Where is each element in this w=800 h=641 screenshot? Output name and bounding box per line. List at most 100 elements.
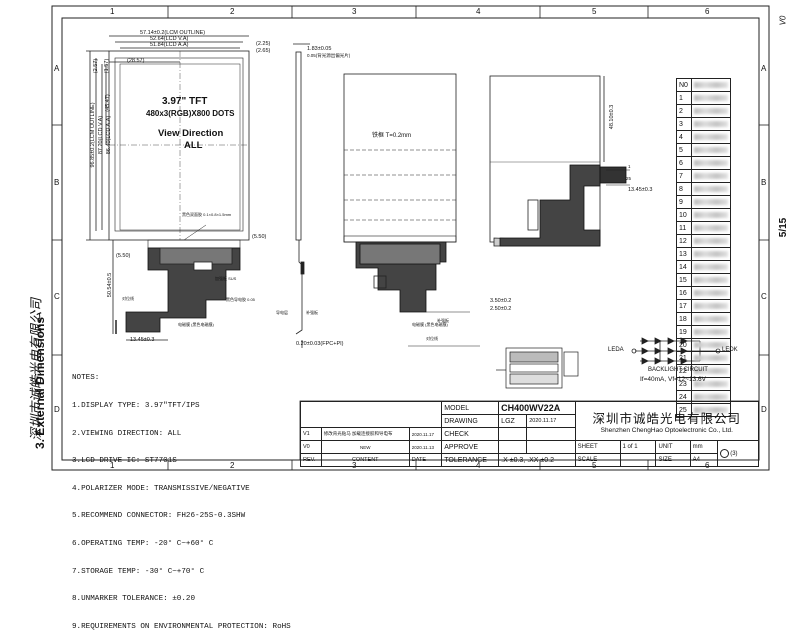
- row-label: B: [54, 178, 60, 187]
- pin-table-header: N0: [676, 78, 692, 92]
- pin-number: 11: [676, 221, 692, 235]
- tb-model-value: CH400WV22A: [498, 401, 576, 415]
- pin-number: 7: [676, 169, 692, 183]
- dim-va-h: 87.20(LCD V.A): [98, 115, 104, 155]
- leda-label: LEDA: [608, 347, 624, 353]
- dim-aa-w: 51.84(LCD A.A): [150, 42, 189, 48]
- dim-outline-w: 57.14±0.2(LCM OUTLINE): [140, 30, 206, 36]
- col-label: 4: [476, 7, 481, 16]
- side-view: [293, 43, 310, 348]
- dim-fpc-thk: 0.20±0.03(FPC+PI): [296, 341, 344, 347]
- pin-number: 6: [676, 156, 692, 170]
- note-item: 4.POLARIZER MODE: TRANSMISSIVE/NEGATIVE: [72, 484, 250, 493]
- tb-unit-value: mm: [689, 440, 718, 454]
- tb-check-label: CHECK: [441, 427, 500, 441]
- row-label: D: [761, 405, 767, 414]
- pin-number: 21: [676, 351, 692, 365]
- iron-frame-note: 铁框 T=0.2mm: [372, 133, 412, 139]
- pin-number: 15: [676, 273, 692, 287]
- dim-2857: (28.57): [127, 58, 145, 64]
- pin-number: 14: [676, 260, 692, 274]
- tb-scale-label: SCALE: [574, 453, 621, 467]
- col-label: 1: [110, 7, 115, 16]
- col-label: 2: [230, 461, 235, 470]
- tb-tolerance-label: TOLERANCE: [441, 453, 500, 467]
- connector-detail: [496, 347, 579, 389]
- pin-function: [691, 273, 731, 287]
- fpc-label-emi: 电磁膜 (黑色电磁膜): [178, 322, 214, 327]
- pin-number: 20: [676, 338, 692, 352]
- label-conductive: 导电层: [276, 310, 288, 315]
- note-item: 6.OPERATING TEMP: -20° C~+60° C: [72, 539, 214, 548]
- tb-size-value: A4: [689, 453, 718, 467]
- pin-function: [691, 208, 731, 222]
- row-label: B: [761, 178, 767, 187]
- notes-title: NOTES:: [72, 374, 100, 383]
- fpc-label-conductive: 黑色导电胶 0.05: [226, 297, 255, 302]
- dim-350: 3.50±0.2: [490, 298, 512, 304]
- tb-rev-content: CONTENT: [320, 453, 410, 467]
- dim-250: 2.50±0.2: [490, 306, 512, 312]
- dim-265: (2.65): [256, 48, 271, 54]
- page-number: 5/15: [778, 217, 790, 238]
- pin-function: [691, 221, 731, 235]
- pin-number: 9: [676, 195, 692, 209]
- drawing-frame: [51, 5, 770, 471]
- notes-block: NOTES: 1.DISPLAY TYPE: 3.97"TFT/IPS 2.VI…: [72, 356, 291, 641]
- col-label: 3: [352, 7, 357, 16]
- back-align-label: 对位线: [426, 336, 438, 341]
- tb-rev-date: 2020.11.13: [408, 440, 443, 454]
- fpc-label-stiffener: 加强板 SUS: [215, 276, 237, 281]
- pin-function: [691, 247, 731, 261]
- dim-4547: (45.47): [105, 94, 111, 112]
- pin-function: [691, 182, 731, 196]
- pin-number: 2: [676, 104, 692, 118]
- pin-number: 13: [676, 247, 692, 261]
- back-view: [343, 73, 480, 347]
- tb-approve-label: APPROVE: [441, 440, 500, 454]
- tb-model-label: MODEL: [441, 401, 500, 415]
- tb-rev-v: V0: [300, 440, 322, 454]
- tb-tolerance-value: .X ±0.3, .XX ±0.2: [498, 453, 576, 467]
- panel-resolution: 480x3(RGB)X800 DOTS: [146, 109, 235, 118]
- pin-number: 12: [676, 234, 692, 248]
- tb-drawing-date: 2020.11.17: [526, 414, 576, 428]
- fpc-label-align: 对位线: [122, 296, 134, 301]
- pin-function: [691, 312, 731, 326]
- tb-size-label: SIZE: [655, 453, 691, 467]
- projection-icon: [719, 449, 729, 458]
- section-title: 3. External Dimensions: [33, 316, 47, 450]
- pin-25-marker: 25: [626, 176, 632, 181]
- tb-rev-date: 2020.11.17: [408, 427, 443, 441]
- pin-number: 5: [676, 143, 692, 157]
- tb-rev-v: REV.: [300, 453, 322, 467]
- pin-function: [691, 234, 731, 248]
- pin-function: [691, 91, 731, 105]
- pin-function: [691, 286, 731, 300]
- dim-polarizer: 0.05(背光源出偏光片): [307, 53, 351, 58]
- tb-projection: (3): [716, 440, 760, 467]
- col-label: 2: [230, 7, 235, 16]
- pin-function: [691, 299, 731, 313]
- pin-function: [691, 260, 731, 274]
- dim-257: (2.57): [93, 58, 99, 74]
- dim-va-w: 52.64(LCD V.A): [150, 36, 189, 42]
- sticker-note: 黑色双面胶 0.1×0.8×1.5mm: [182, 212, 232, 217]
- pin-function: [691, 195, 731, 209]
- pin-function: [691, 351, 731, 365]
- dim-4810: 48.10±0.3: [609, 104, 615, 130]
- dim-550-right: (5.50): [252, 234, 267, 240]
- row-label: D: [54, 405, 60, 414]
- pin-function: [691, 130, 731, 144]
- pin-function: [691, 325, 731, 339]
- note-item: 3.LCD DRIVE IC: ST7701S: [72, 457, 177, 466]
- panel-size: 3.97" TFT: [162, 96, 208, 107]
- tb-unit-label: UNIT: [655, 440, 691, 454]
- pin-function: [691, 104, 731, 118]
- version-label: V0: [778, 15, 788, 26]
- row-label: C: [761, 292, 767, 301]
- tb-company-en: Shenzhen ChengHao Optoelectronic Co., Lt…: [600, 427, 733, 434]
- back-detail: [489, 75, 630, 247]
- tb-company-cn: 深圳市诚皓光电有限公司: [592, 412, 742, 426]
